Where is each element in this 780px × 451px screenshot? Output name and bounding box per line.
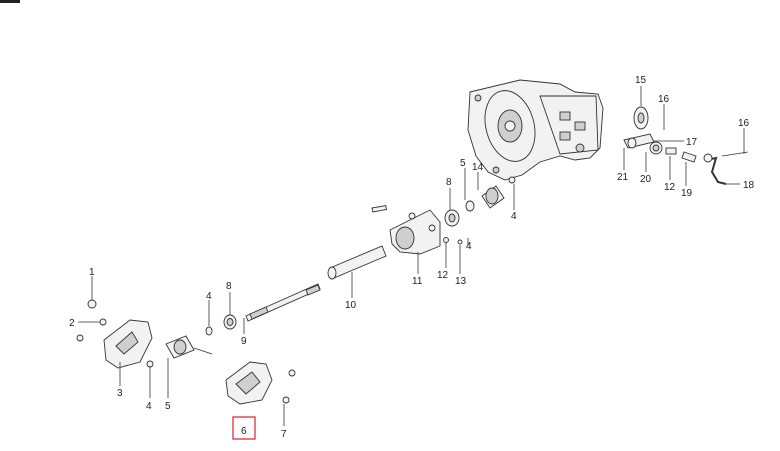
callout-4-left: 4 (146, 401, 152, 412)
callout-18: 18 (743, 180, 755, 191)
callout-4-gearbox: 4 (511, 211, 517, 222)
leader-lines (78, 86, 745, 426)
callout-7: 7 (281, 429, 287, 440)
pinion-coupling (465, 176, 516, 212)
callout-11: 11 (412, 276, 423, 287)
callout-8-bracket: 8 (446, 177, 452, 188)
callout-4-shaft: 4 (206, 291, 212, 302)
front-cover (76, 299, 153, 369)
rear-cover (225, 361, 296, 405)
callout-9: 9 (241, 336, 247, 347)
corner-rule (0, 0, 20, 3)
callout-14: 14 (472, 162, 484, 173)
callout-5-left: 5 (165, 401, 171, 412)
callout-10: 10 (345, 300, 357, 311)
callout-13: 13 (455, 276, 467, 287)
callout-19: 19 (681, 188, 693, 199)
callout-3: 3 (117, 388, 123, 399)
callout-17: 17 (686, 137, 698, 148)
callout-6: 6 (241, 426, 247, 437)
callout-21: 21 (617, 172, 629, 183)
callout-16-top: 16 (658, 94, 670, 105)
callout-1: 1 (89, 267, 95, 278)
callout-5-right: 5 (460, 158, 466, 169)
shaft-bearing (205, 314, 237, 336)
gearbox-housing (467, 79, 604, 181)
callout-15: 15 (635, 75, 647, 86)
universal-joint (146, 335, 213, 368)
callout-16-right: 16 (738, 118, 750, 129)
callout-12-bracket: 12 (437, 270, 449, 281)
selector-parts (623, 106, 749, 185)
support-bracket (371, 205, 463, 255)
callout-4-bracket: 4 (466, 241, 472, 252)
callout-12-selector: 12 (664, 182, 676, 193)
main-shaft (245, 283, 321, 322)
callout-8-shaft: 8 (226, 281, 232, 292)
highlighted-part-box (232, 416, 256, 440)
shaft-sleeve (327, 245, 387, 280)
callout-2: 2 (69, 318, 75, 329)
callout-20: 20 (640, 174, 652, 185)
callout-labels: 1 2 3 4 5 4 8 9 10 11 12 13 4 8 5 14 4 6… (69, 75, 755, 440)
